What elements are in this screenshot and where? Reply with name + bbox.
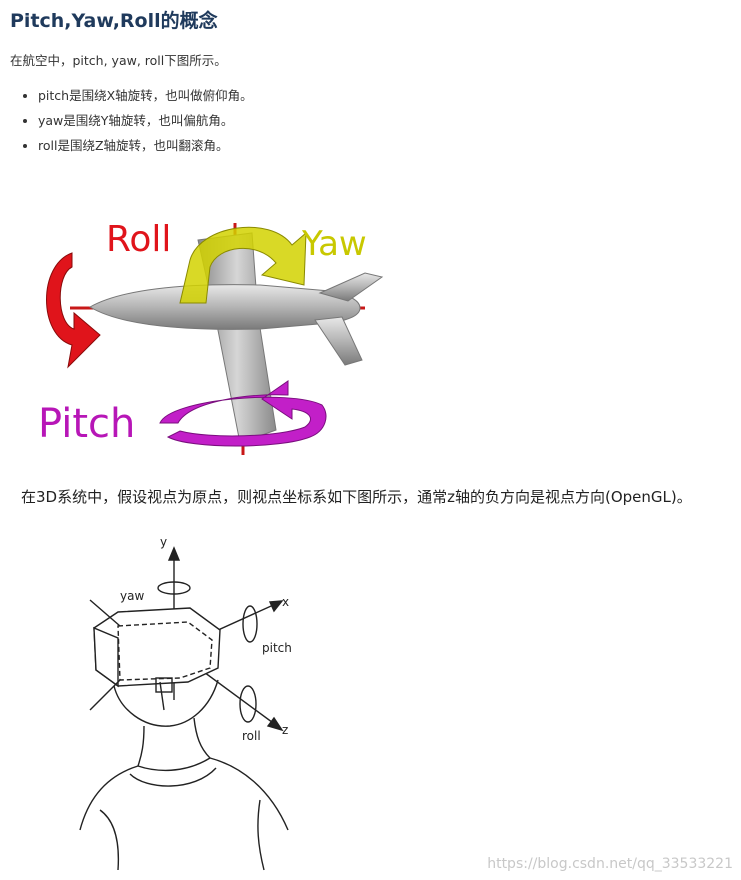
neck-outline [137,717,211,767]
intro-text: 在航空中，pitch, yaw, roll下图所示。 [10,53,227,68]
viewpoint-paragraph: 在3D系统中，假设视点为原点，则视点坐标系如下图所示，通常z轴的负方向是视点方向… [21,488,692,506]
concept-list: pitch是围绕X轴旋转，也叫做俯仰角。 yaw是围绕Y轴旋转，也叫偏航角。 r… [20,88,253,163]
list-item-pitch: pitch是围绕X轴旋转，也叫做俯仰角。 [38,88,253,104]
roll-arrow [46,252,101,369]
z-axis-label: z [282,723,288,737]
headset-strap [159,681,165,711]
yaw-rotation-icon [157,581,191,595]
z-axis-arrowhead [266,716,284,732]
plane-tail-fin-upper [318,272,384,302]
axis-extension-left [89,599,121,627]
roll-label: Roll [106,219,171,260]
yaw-label: Yaw [301,224,367,264]
roll-label: roll [242,729,261,743]
x-axis-label: x [282,595,289,609]
plane-tail-fin-lower [314,316,363,366]
yaw-arrow [179,226,307,304]
headset-buckle [155,677,173,693]
axis-extension-down [89,679,121,711]
x-axis-arrowhead [268,600,284,613]
page-title: Pitch,Yaw,Roll的概念 [10,10,218,32]
shirt-collar [129,767,217,787]
airplane-rotation-figure: Roll Yaw Pitch [38,219,384,455]
plane-fuselage [89,284,361,330]
pitch-label: Pitch [38,401,135,447]
pitch-arrow [159,380,327,447]
y-axis-arrowhead [167,546,181,561]
pitch-rotation-icon [242,605,258,643]
shoulders-outline [79,757,289,831]
pitch-label: pitch [262,641,292,655]
viewpoint-coordinate-figure: y yaw x pitch z roll [79,535,292,871]
shirt-folds [99,799,265,871]
list-item-yaw: yaw是围绕Y轴旋转，也叫偏航角。 [38,113,253,129]
roll-rotation-icon [239,685,257,723]
yaw-label: yaw [120,589,144,603]
head-outline [113,679,219,727]
headset-front [93,626,119,688]
watermark-text: https://blog.csdn.net/qq_33533221 [487,856,733,872]
y-axis-label: y [160,535,167,549]
list-item-roll: roll是围绕Z轴旋转，也叫翻滚角。 [38,138,253,154]
